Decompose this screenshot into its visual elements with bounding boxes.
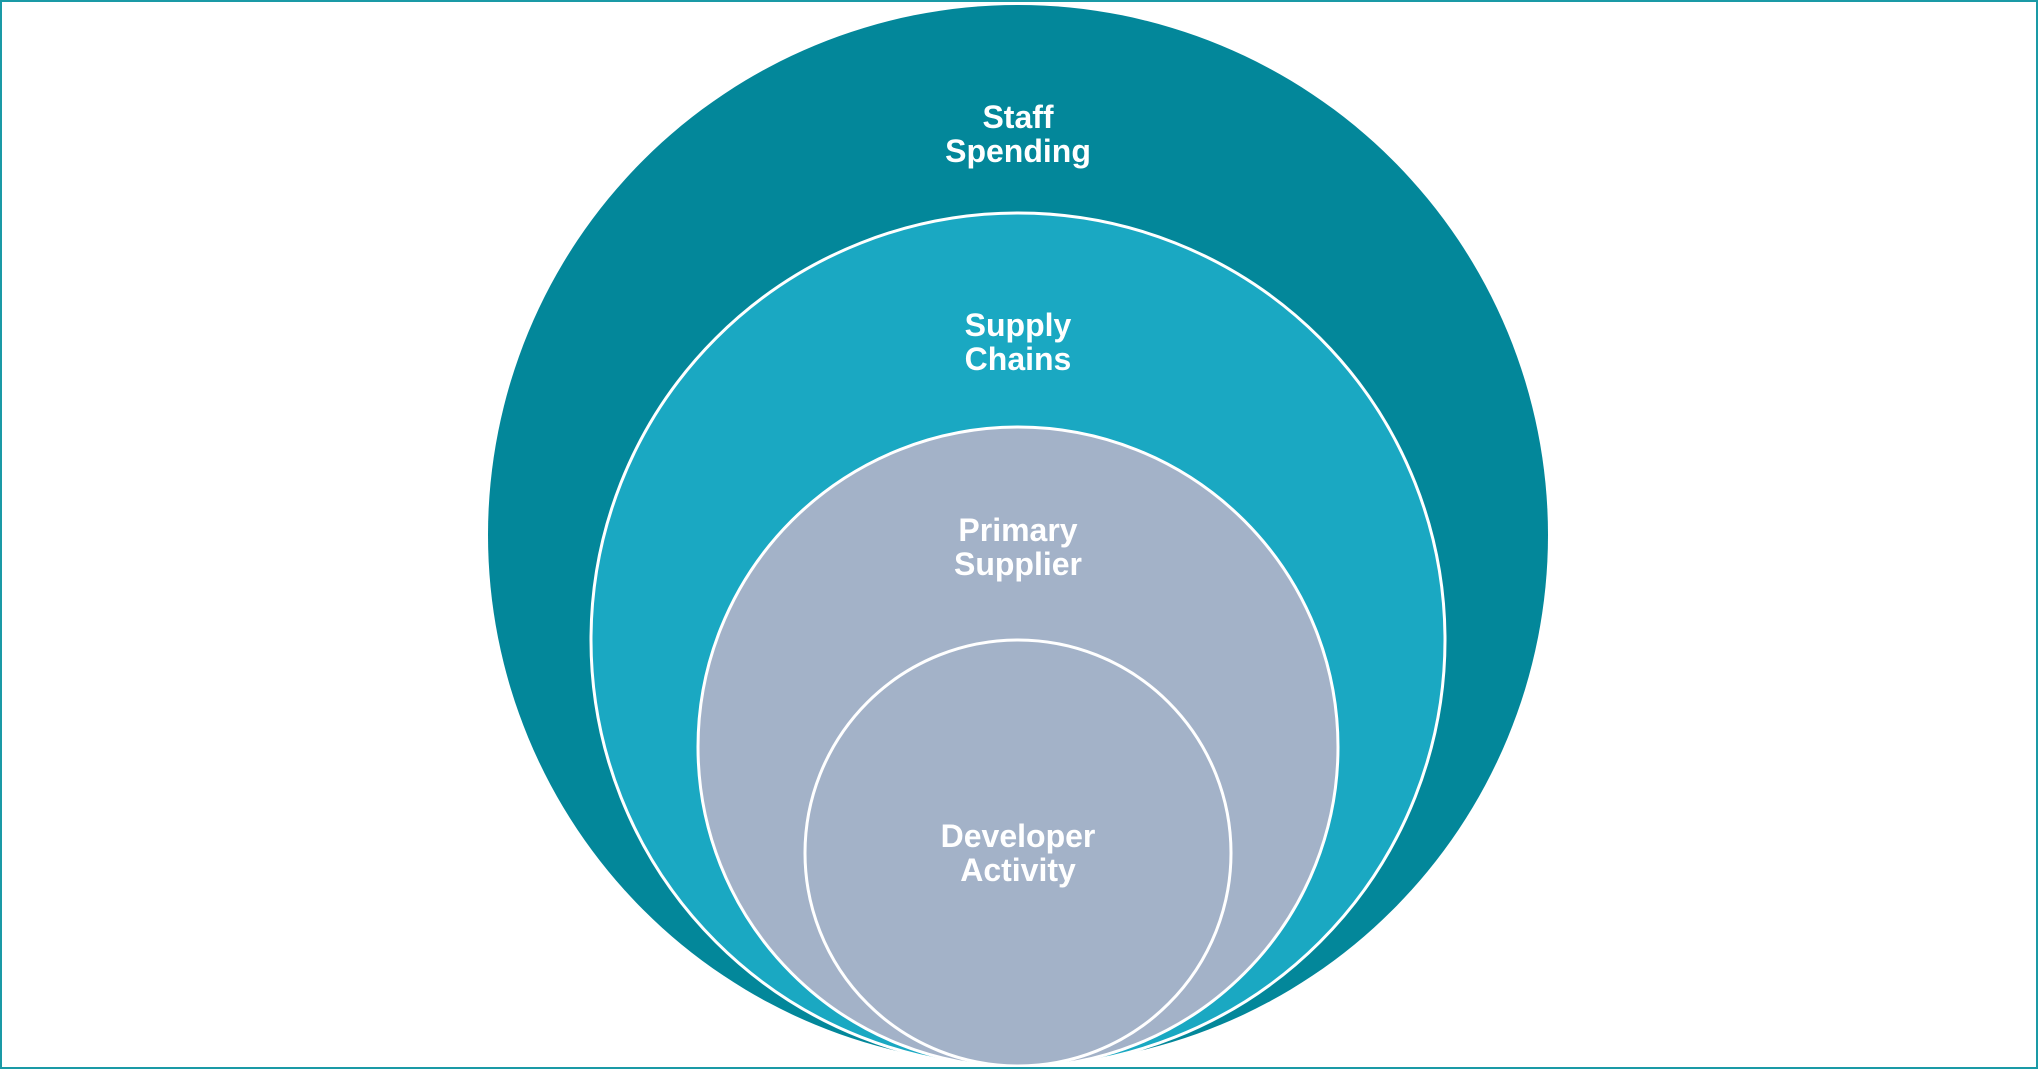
ring-label-second-line1: Supply <box>965 307 1072 343</box>
ring-label-third-line1: Primary <box>958 512 1077 548</box>
ring-label-inner-line2: Activity <box>960 852 1076 888</box>
ring-label-second-line2: Chains <box>965 341 1072 377</box>
ring-label-outer-line2: Spending <box>945 133 1091 169</box>
ring-label-third-line2: Supplier <box>954 546 1082 582</box>
ring-developer-activity <box>803 638 1233 1067</box>
ring-label-outer-line1: Staff <box>982 99 1053 135</box>
ring-label-inner-line1: Developer <box>941 818 1096 854</box>
